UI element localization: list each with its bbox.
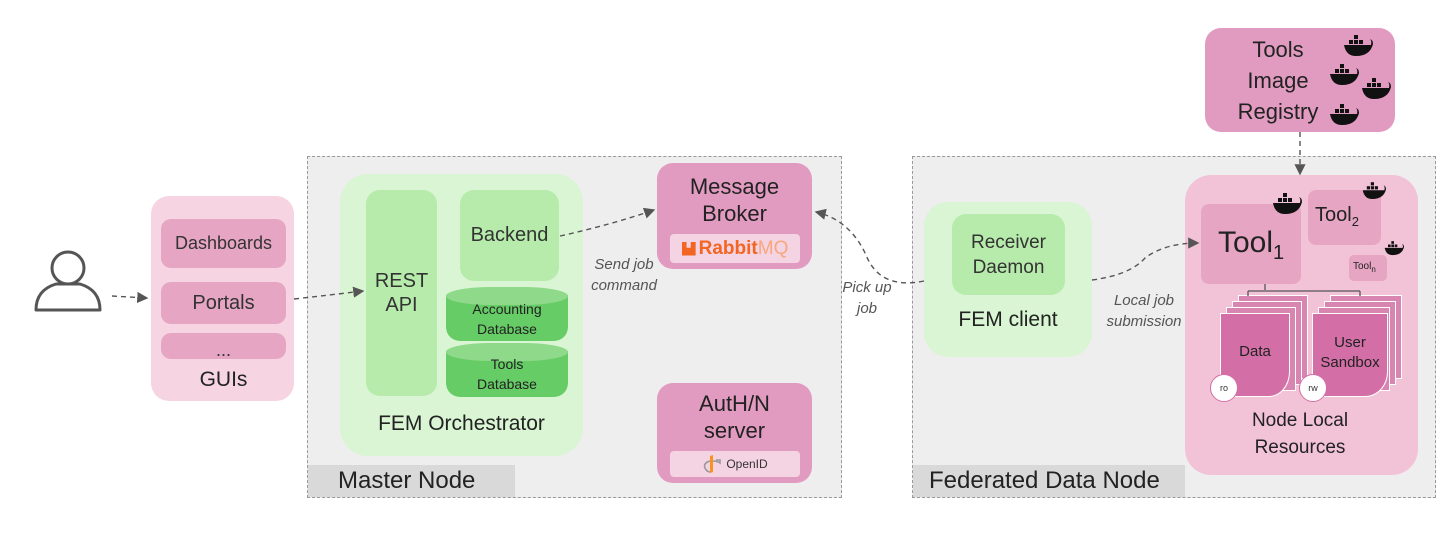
rest-api-label: REST API [374, 270, 429, 316]
dashboards-item[interactable]: Dashboards [161, 219, 286, 268]
user-sandbox-label: User Sandbox [1320, 334, 1380, 371]
master-node-label: Master Node [308, 465, 515, 497]
auth-server-title: AutH/N server [699, 391, 770, 443]
user-to-guis-arrow [111, 291, 149, 304]
mq-text: MQ [757, 237, 789, 259]
tool1-box[interactable] [1201, 204, 1301, 284]
fem-client-title: FEM client [958, 308, 1058, 331]
fem-orchestrator-title: FEM Orchestrator [378, 412, 545, 435]
rabbitmq-icon [681, 241, 696, 256]
local-job-submission-label: Local job submission [1106, 292, 1182, 330]
tool2-box[interactable] [1308, 190, 1381, 245]
federated-node-label: Federated Data Node [913, 465, 1185, 497]
docker-icon-tool1 [1273, 193, 1302, 214]
docker-icon-registry-4 [1330, 104, 1359, 125]
tools-image-registry-title: Tools Image Registry [1237, 36, 1319, 124]
client-to-tool1-arrow [1091, 237, 1200, 281]
tool1-label: Tool1 [1218, 226, 1298, 266]
accounting-database-label: Accounting Database [472, 301, 542, 337]
rabbit-text: Rabbit [698, 237, 758, 259]
pick-up-job-label: Pick up job [842, 279, 892, 317]
docker-icon-tooln [1384, 241, 1404, 256]
openid-logo: OpenID [670, 451, 800, 477]
tool1-to-storage-line [1247, 284, 1361, 296]
tools-database-label: Tools Database [477, 356, 537, 392]
tooln-subscript: n [1371, 265, 1376, 274]
client-to-broker-arrow [814, 208, 925, 284]
guis-title: GUIs [199, 368, 248, 391]
tool2-text: Tool [1315, 204, 1352, 226]
message-broker-title: Message Broker [689, 174, 780, 226]
data-label: Data [1239, 342, 1271, 360]
docker-icon-registry-2 [1330, 64, 1359, 85]
portals-item[interactable]: Portals [161, 282, 286, 324]
receiver-daemon-box[interactable]: Receiver Daemon [952, 214, 1065, 295]
tooln-text: Tool [1353, 261, 1372, 272]
tools-database[interactable]: Tools Database [446, 343, 568, 397]
node-local-resources-title: Node Local Resources [1251, 410, 1349, 458]
tool1-text: Tool [1218, 226, 1274, 259]
accounting-database[interactable]: Accounting Database [446, 287, 568, 341]
openid-text: OpenID [726, 457, 768, 471]
docker-icon-registry-3 [1362, 78, 1391, 99]
rest-api-box[interactable]: REST API [366, 190, 437, 396]
tooln-box[interactable] [1349, 255, 1387, 281]
tool2-label: Tool2 [1315, 204, 1385, 234]
ro-badge: ro [1210, 374, 1238, 402]
tool2-subscript: 2 [1351, 214, 1359, 229]
rw-badge: rw [1299, 374, 1327, 402]
docker-icon-registry-1 [1344, 35, 1373, 56]
backend-to-broker-arrow [559, 207, 656, 237]
more-guis-item[interactable]: ... [161, 333, 286, 359]
tooln-label: Tooln [1353, 261, 1387, 279]
receiver-daemon-label: Receiver Daemon [971, 231, 1046, 278]
openid-icon [704, 455, 722, 473]
docker-icon-tool2 [1362, 182, 1386, 199]
user-icon [30, 236, 106, 316]
portals-to-rest-arrow [293, 286, 365, 300]
tool1-subscript: 1 [1273, 242, 1285, 264]
send-job-command-label: Send job command [591, 256, 657, 294]
backend-box[interactable]: Backend [460, 190, 559, 281]
